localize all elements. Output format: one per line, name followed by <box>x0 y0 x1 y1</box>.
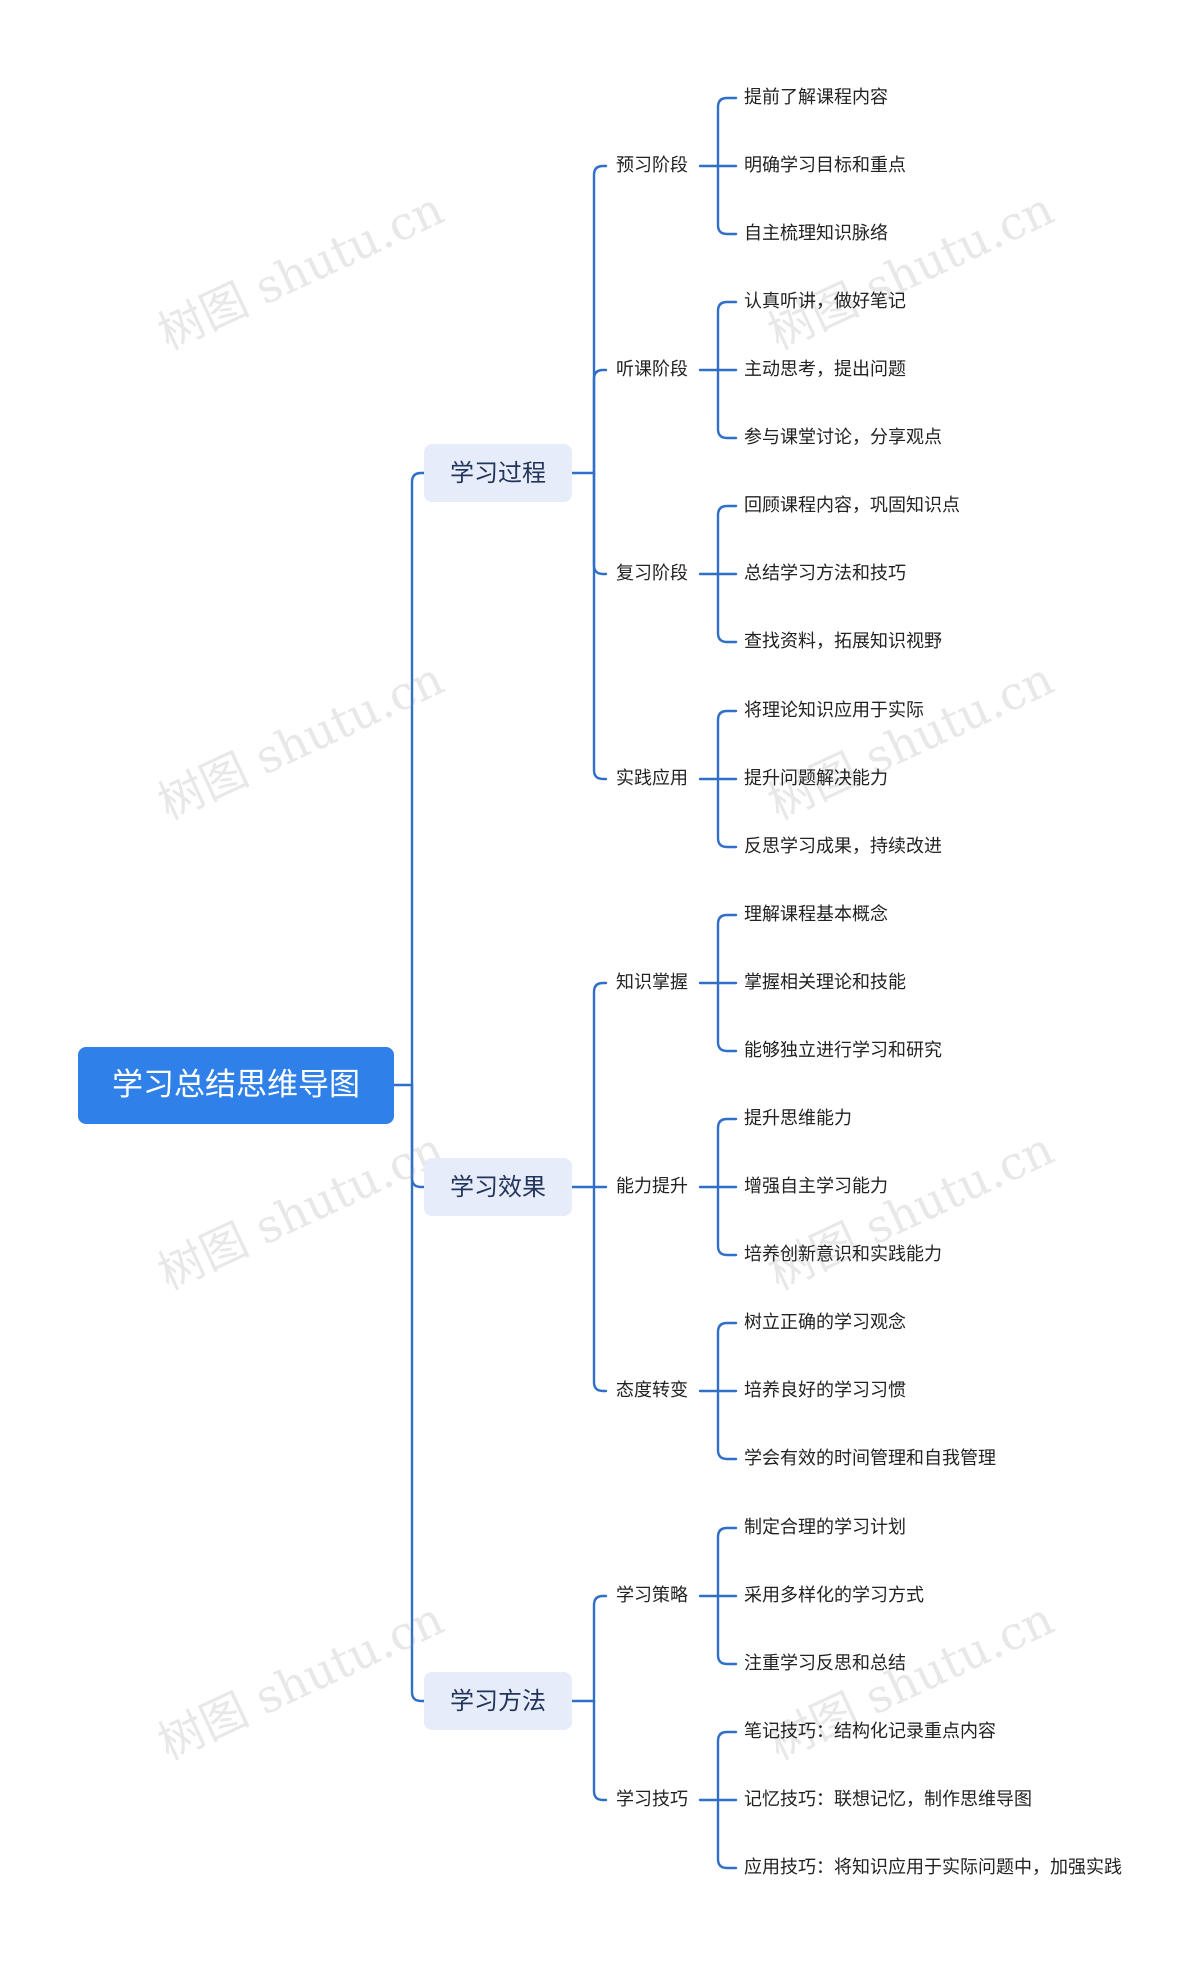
sub-node-ability[interactable]: 能力提升 <box>616 1176 688 1197</box>
leaf-node[interactable]: 总结学习方法和技巧 <box>744 563 906 584</box>
connector-line <box>716 1321 738 1393</box>
connector-line <box>716 1389 738 1461</box>
connector-line <box>410 1083 426 1189</box>
leaf-node[interactable]: 提前了解课程内容 <box>744 87 888 108</box>
branch-node-learning-effect[interactable]: 学习效果 <box>424 1158 572 1216</box>
connector-line <box>716 504 738 576</box>
connector-line <box>716 709 738 781</box>
leaf-node[interactable]: 采用多样化的学习方式 <box>744 1585 924 1606</box>
connector-line <box>716 913 738 985</box>
connector-line <box>592 1699 608 1802</box>
leaf-node[interactable]: 掌握相关理论和技能 <box>744 972 906 993</box>
leaf-node[interactable]: 提升思维能力 <box>744 1108 852 1129</box>
connector-line <box>716 368 738 440</box>
leaf-node[interactable]: 理解课程基本概念 <box>744 904 888 925</box>
connector-line <box>716 572 738 644</box>
leaf-node[interactable]: 参与课堂讨论，分享观点 <box>744 427 942 448</box>
connector-line <box>592 1594 608 1703</box>
connector-line <box>592 981 608 1189</box>
sub-node-review[interactable]: 复习阶段 <box>616 563 688 584</box>
leaf-node[interactable]: 将理论知识应用于实际 <box>744 700 924 721</box>
connector-line <box>592 1185 608 1393</box>
leaf-node[interactable]: 培养创新意识和实践能力 <box>744 1244 942 1265</box>
leaf-node[interactable]: 自主梳理知识脉络 <box>744 223 888 244</box>
leaf-node[interactable]: 应用技巧：将知识应用于实际问题中，加强实践 <box>744 1857 1122 1878</box>
connector-line <box>592 471 608 781</box>
root-node[interactable]: 学习总结思维导图 <box>78 1047 394 1124</box>
leaf-node[interactable]: 反思学习成果，持续改进 <box>744 836 942 857</box>
connector-line <box>592 368 608 475</box>
connector-line <box>592 164 608 475</box>
sub-node-practice[interactable]: 实践应用 <box>616 768 688 789</box>
connector-line <box>716 1730 738 1802</box>
leaf-node[interactable]: 培养良好的学习习惯 <box>744 1380 906 1401</box>
connector-line <box>410 1083 426 1703</box>
branch-node-learning-process[interactable]: 学习过程 <box>424 444 572 502</box>
leaf-node[interactable]: 提升问题解决能力 <box>744 768 888 789</box>
leaf-node[interactable]: 记忆技巧：联想记忆，制作思维导图 <box>744 1789 1032 1810</box>
leaf-node[interactable]: 回顾课程内容，巩固知识点 <box>744 495 960 516</box>
leaf-node[interactable]: 制定合理的学习计划 <box>744 1517 906 1538</box>
connector-line <box>716 981 738 1053</box>
leaf-node[interactable]: 笔记技巧：结构化记录重点内容 <box>744 1721 996 1742</box>
leaf-node[interactable]: 查找资料，拓展知识视野 <box>744 631 942 652</box>
connector-line <box>716 164 738 236</box>
leaf-node[interactable]: 主动思考，提出问题 <box>744 359 906 380</box>
sub-node-knowledge[interactable]: 知识掌握 <box>616 972 688 993</box>
connector-line <box>716 300 738 372</box>
leaf-node[interactable]: 树立正确的学习观念 <box>744 1312 906 1333</box>
leaf-node[interactable]: 学会有效的时间管理和自我管理 <box>744 1448 996 1469</box>
sub-node-lecture[interactable]: 听课阶段 <box>616 359 688 380</box>
connector-line <box>716 1798 738 1870</box>
sub-node-technique[interactable]: 学习技巧 <box>616 1789 688 1810</box>
sub-node-preview[interactable]: 预习阶段 <box>616 155 688 176</box>
sub-node-strategy[interactable]: 学习策略 <box>616 1585 688 1606</box>
connector-line <box>410 471 426 1087</box>
leaf-node[interactable]: 认真听讲，做好笔记 <box>744 291 906 312</box>
connector-line <box>716 1185 738 1257</box>
connector-line <box>716 1117 738 1189</box>
connector-line <box>716 96 738 168</box>
leaf-node[interactable]: 能够独立进行学习和研究 <box>744 1040 942 1061</box>
leaf-node[interactable]: 注重学习反思和总结 <box>744 1653 906 1674</box>
connector-line <box>592 471 608 576</box>
branch-node-learning-method[interactable]: 学习方法 <box>424 1672 572 1730</box>
connector-line <box>716 777 738 849</box>
connector-line <box>716 1526 738 1598</box>
leaf-node[interactable]: 明确学习目标和重点 <box>744 155 906 176</box>
leaf-node[interactable]: 增强自主学习能力 <box>744 1176 888 1197</box>
sub-node-attitude[interactable]: 态度转变 <box>616 1380 688 1401</box>
connector-line <box>716 1594 738 1666</box>
